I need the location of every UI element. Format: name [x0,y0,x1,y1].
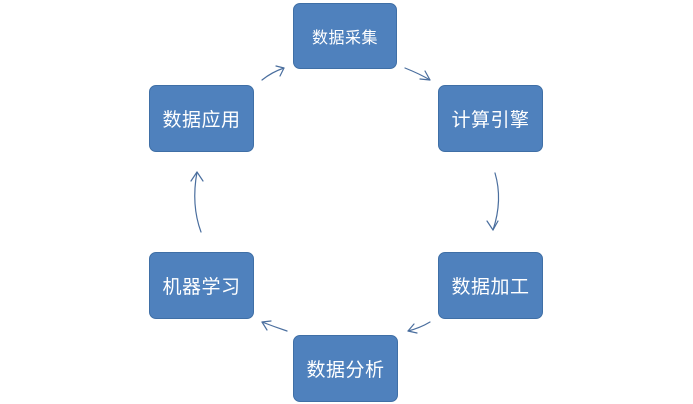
arrow-ml-to-apply [194,171,202,233]
arrowhead-ml-to-apply [190,171,204,182]
node-data-processing-label: 数据加工 [451,276,530,298]
node-data-application: 数据应用 [149,85,254,152]
arrow-process-to-analyze [407,321,431,332]
arrowhead-analyze-to-ml [261,320,272,331]
arrowhead-engine-to-process [486,220,499,231]
arrow-apply-to-collect [261,67,285,81]
node-compute-engine: 计算引擎 [438,85,543,152]
arrow-engine-to-process [492,172,500,231]
node-machine-learning: 机器学习 [149,252,254,319]
node-compute-engine-label: 计算引擎 [451,109,530,131]
arrowhead-process-to-analyze [407,323,418,334]
node-data-application-label: 数据应用 [162,109,241,131]
node-data-collection-label: 数据采集 [311,28,378,47]
arrowhead-collect-to-engine [419,70,431,81]
node-data-collection: 数据采集 [293,3,397,69]
arrowhead-apply-to-collect [275,65,285,77]
node-machine-learning-label: 机器学习 [162,276,241,298]
node-data-analysis: 数据分析 [293,335,398,402]
arrow-analyze-to-ml [261,321,288,332]
node-data-processing: 数据加工 [438,252,543,319]
node-data-analysis-label: 数据分析 [306,359,385,381]
arrow-collect-to-engine [404,67,431,81]
